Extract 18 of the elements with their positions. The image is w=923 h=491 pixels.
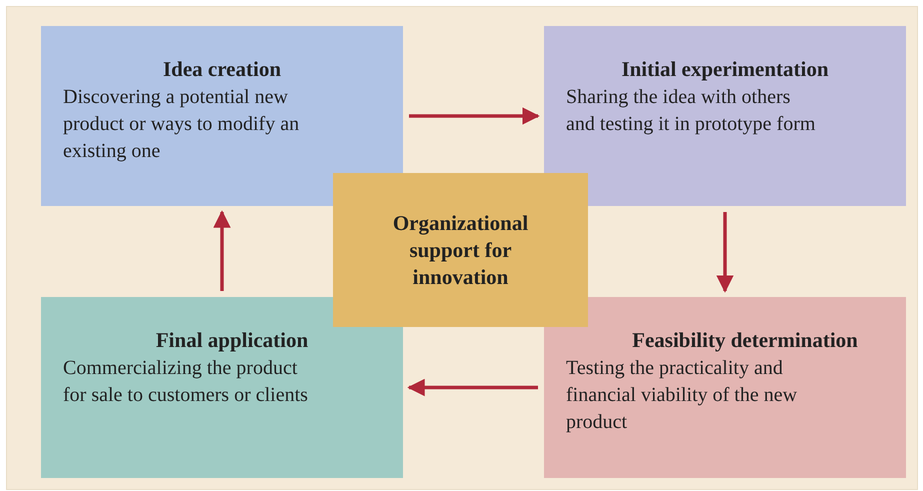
stage-description: Sharing the idea with others and testing it in prototype form <box>566 85 816 137</box>
stage-box <box>544 297 906 478</box>
center-title: Organizational support for innovation <box>392 210 530 290</box>
arrow <box>409 107 540 125</box>
stage-description: Testing the practicality and financial viability of the new product <box>566 356 798 435</box>
arrow <box>213 210 231 291</box>
stage-box <box>544 26 906 206</box>
stage-box <box>41 26 403 206</box>
stage-box <box>41 297 403 478</box>
stage-title: Idea creation <box>162 56 282 82</box>
arrow <box>407 378 538 396</box>
stage-description: Discovering a potential new product or ways to modify an existing one <box>63 85 300 164</box>
stage-title: Initial experimentation <box>620 56 830 82</box>
stage-title: Feasibility determination <box>631 327 859 353</box>
stage-title: Final application <box>154 327 310 353</box>
stage-description: Commercializing the product for sale to customers or clients <box>63 356 309 408</box>
arrow <box>716 212 734 293</box>
center-box <box>333 173 588 327</box>
